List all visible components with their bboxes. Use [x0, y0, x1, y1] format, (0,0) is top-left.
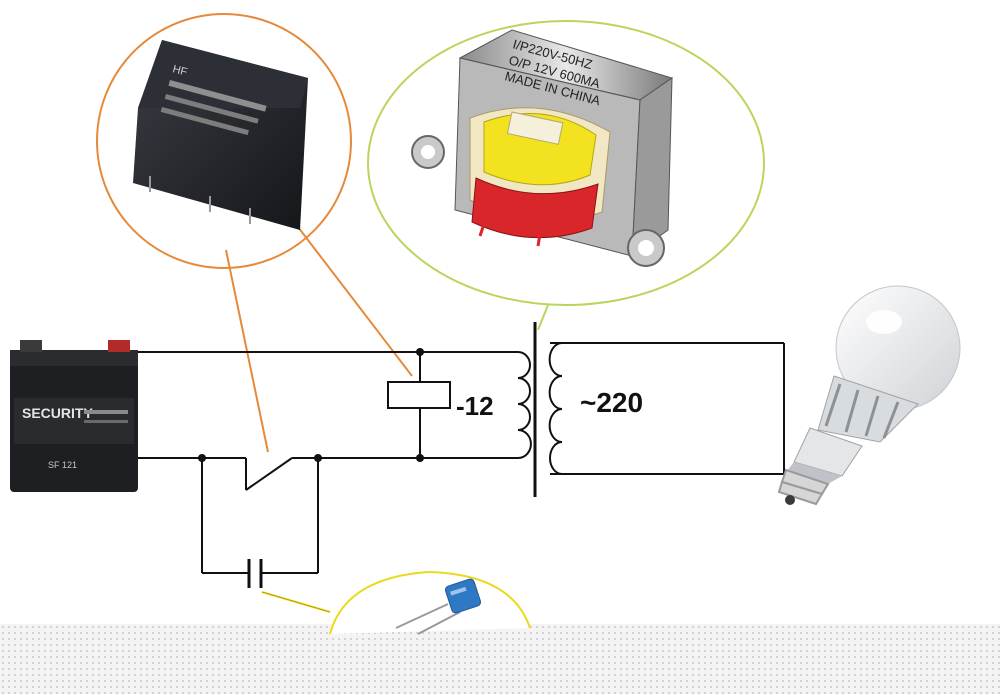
- wiring: [138, 342, 785, 574]
- transformer-photo: I/P220V-50HZ O/P 12V 600MA MADE IN CHINA: [411, 29, 674, 267]
- relay-callout: HF: [96, 13, 413, 453]
- relay-coil-symbol: [387, 381, 451, 409]
- relay-photo: HF: [133, 40, 308, 230]
- capacitor-photo: [395, 578, 482, 635]
- secondary-winding: [548, 342, 563, 475]
- battery-brand: SECURITY: [22, 405, 93, 421]
- light-bulb-photo: [777, 285, 961, 506]
- low-voltage-label: -12: [456, 391, 494, 421]
- capacitor-symbol: [247, 559, 263, 588]
- dotted-footer-band: [0, 624, 1000, 694]
- battery-model: SF 121: [48, 460, 77, 470]
- relay-switch-contact: [245, 457, 293, 491]
- battery-photo: SECURITY SF 121: [10, 340, 138, 492]
- high-voltage-label: ~220: [580, 387, 643, 418]
- primary-winding: [517, 351, 532, 459]
- capacitor-callout: [261, 570, 531, 635]
- relay-brand: HF: [171, 63, 189, 78]
- transformer-symbol: [517, 322, 563, 497]
- junctions: [198, 348, 424, 462]
- transformer-callout: I/P220V-50HZ O/P 12V 600MA MADE IN CHINA: [367, 20, 765, 331]
